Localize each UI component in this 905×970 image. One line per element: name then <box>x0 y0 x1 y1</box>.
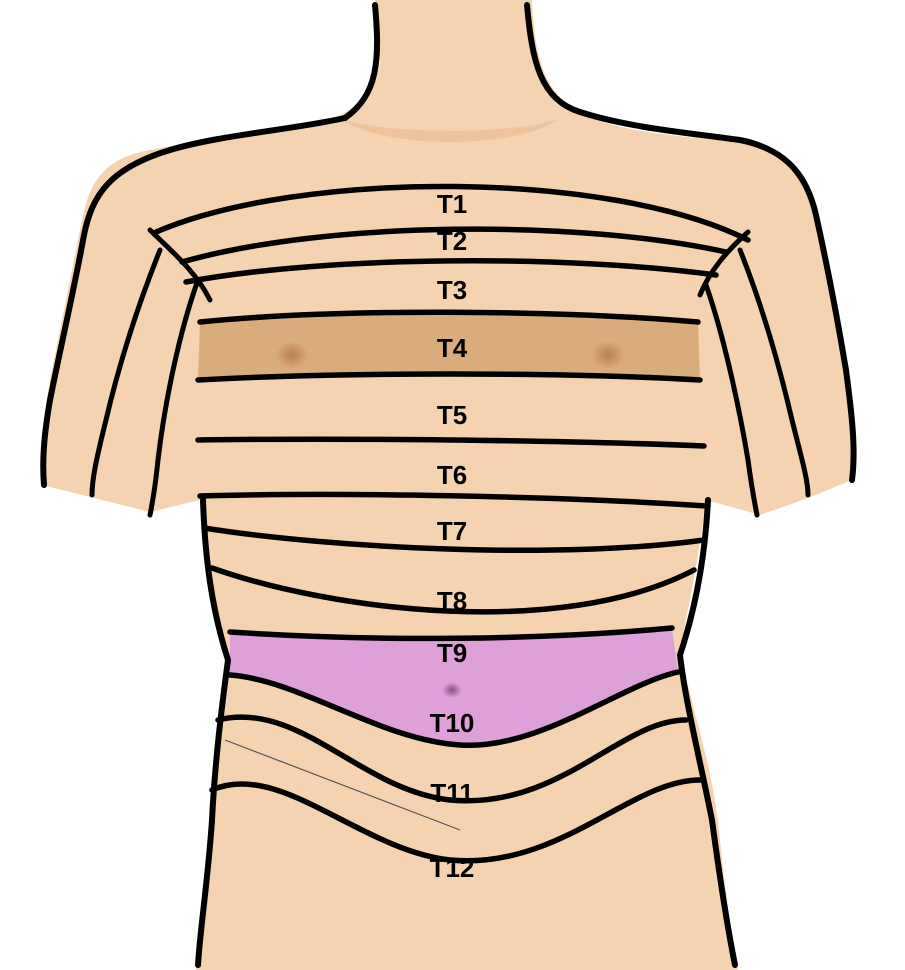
band-line-3 <box>197 309 701 325</box>
waist-left-outline <box>195 497 231 968</box>
left-nipple-icon <box>277 342 307 368</box>
shoulder-right-outline <box>577 109 857 483</box>
dermatome-label-t8: T8 <box>437 586 467 616</box>
dermatome-label-t4: T4 <box>437 333 468 363</box>
dermatome-label-t9: T9 <box>437 638 467 668</box>
band-line-7 <box>201 525 707 554</box>
left-arm-inner-line <box>147 277 201 518</box>
dermatome-label-t7: T7 <box>437 516 467 546</box>
band-line-11 <box>215 714 689 804</box>
dermatome-label-t5: T5 <box>437 400 467 430</box>
dermatome-label-t3: T3 <box>437 275 467 305</box>
right-nipple-icon <box>593 342 623 368</box>
t4-band-fill <box>198 312 700 380</box>
dermatome-label-t12: T12 <box>430 853 475 883</box>
band-line-6 <box>197 491 709 509</box>
neck-shadow <box>340 118 560 142</box>
shoulder-left-outline <box>40 115 348 488</box>
band-line-5 <box>195 436 707 449</box>
band-line-9 <box>227 625 675 642</box>
band-line-8 <box>209 565 697 615</box>
band-line-2 <box>183 258 719 285</box>
band-line-0 <box>153 183 751 243</box>
right-arm-outer-line <box>737 247 811 498</box>
band-line-4 <box>195 371 703 383</box>
dermatome-label-t1: T1 <box>437 189 467 219</box>
neck-left-outline <box>342 2 381 121</box>
right-arm-inner-line <box>703 282 760 518</box>
dermatome-label-t11: T11 <box>430 778 473 808</box>
left-arm-outer-line <box>89 247 163 498</box>
band-line-10 <box>227 669 681 748</box>
waist-right-outline <box>677 497 738 968</box>
dermatome-label-t2: T2 <box>437 226 467 256</box>
dermatome-label-t10: T10 <box>430 708 475 738</box>
neck-right-outline <box>524 2 583 115</box>
band-line-12 <box>209 777 703 864</box>
oblique-line <box>224 739 461 831</box>
dermatome-label-t6: T6 <box>437 460 467 490</box>
band-line-1 <box>179 226 729 265</box>
navel-icon <box>442 682 462 698</box>
